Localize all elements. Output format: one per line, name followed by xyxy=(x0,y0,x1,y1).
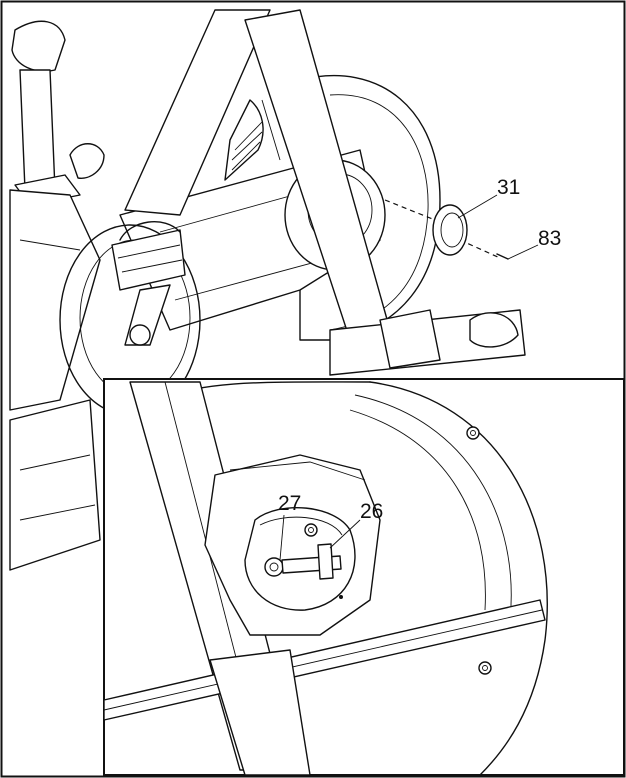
inset-detail xyxy=(103,378,625,776)
callout-26: 26 xyxy=(360,500,383,523)
assembly-line-83 xyxy=(459,239,501,259)
part-31-cover xyxy=(432,204,468,256)
part-26-bracket xyxy=(317,543,334,580)
part-27-nut xyxy=(264,557,284,577)
flywheel-bolt xyxy=(466,426,480,440)
assembly-line-31 xyxy=(384,199,441,223)
front-frame-tube xyxy=(124,9,271,216)
part-83-screw xyxy=(496,253,509,260)
callout-83: 83 xyxy=(538,227,561,250)
main-bike-view xyxy=(9,9,539,571)
seat-post xyxy=(19,69,56,191)
callout-31: 31 xyxy=(497,176,520,199)
pedal xyxy=(111,229,186,291)
flywheel-bolt xyxy=(478,661,492,675)
adjustment-knob xyxy=(69,143,105,179)
callout-27: 27 xyxy=(278,492,301,515)
